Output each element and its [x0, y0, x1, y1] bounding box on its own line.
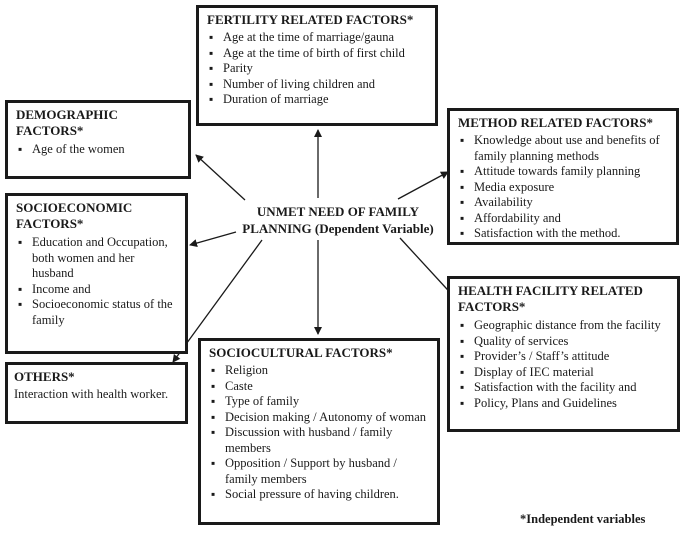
socioeconomic-factors-title: SOCIOECONOMIC FACTORS* [16, 200, 179, 232]
list-item: Attitude towards family planning [458, 164, 670, 180]
list-item: Religion [209, 363, 431, 379]
title-line: FACTORS* [16, 216, 84, 231]
fertility-factors-list: Age at the time of marriage/gauna Age at… [207, 30, 429, 108]
others-factors-text: Interaction with health worker. [14, 387, 169, 401]
list-item: Parity [207, 61, 429, 77]
list-item: Income and [16, 282, 179, 298]
list-item: Caste [209, 379, 431, 395]
method-factors-list: Knowledge about use and benefits of fami… [458, 133, 670, 242]
list-item: Age of the women [16, 142, 182, 158]
sociocultural-factors-box: SOCIOCULTURAL FACTORS* Religion Caste Ty… [198, 338, 440, 525]
sociocultural-factors-list: Religion Caste Type of family Decision m… [209, 363, 431, 503]
central-node: UNMET NEED OF FAMILY PLANNING (Dependent… [232, 203, 444, 237]
footnote: *Independent variables [520, 512, 646, 526]
list-item: Age at the time of birth of first child [207, 46, 429, 62]
fertility-factors-box: FERTILITY RELATED FACTORS* Age at the ti… [196, 5, 438, 126]
list-item: Social pressure of having children. [209, 487, 431, 503]
central-node-line1: UNMET NEED OF FAMILY [256, 204, 420, 219]
fertility-factors-title: FERTILITY RELATED FACTORS* [207, 12, 414, 27]
list-item: Quality of services [458, 334, 671, 350]
list-item: Provider’s / Staff’s attitude [458, 349, 671, 365]
list-item: Discussion with husband / family members [209, 425, 431, 456]
list-item: Number of living children and [207, 77, 429, 93]
arrow-to-method [397, 171, 449, 200]
socioeconomic-factors-list: Education and Occupation, both women and… [16, 235, 179, 328]
demographic-factors-box: DEMOGRAPHIC FACTORS* Age of the women [5, 100, 191, 179]
list-item: Knowledge about use and benefits of fami… [458, 133, 670, 164]
others-factors-title: OTHERS* [14, 369, 75, 384]
demographic-factors-list: Age of the women [16, 142, 182, 158]
title-line: DEMOGRAPHIC [16, 107, 118, 122]
list-item: Age at the time of marriage/gauna [207, 30, 429, 46]
list-item: Availability [458, 195, 670, 211]
list-item: Media exposure [458, 180, 670, 196]
health-facility-factors-box: HEALTH FACILITY RELATED FACTORS* Geograp… [447, 276, 680, 432]
method-factors-title: METHOD RELATED FACTORS* [458, 115, 654, 130]
arrow-to-demographic [195, 154, 246, 201]
list-item: Opposition / Support by husband / family… [209, 456, 431, 487]
central-node-line2: PLANNING (Dependent Variable) [242, 221, 434, 236]
demographic-factors-title: DEMOGRAPHIC FACTORS* [16, 107, 182, 139]
list-item: Display of IEC material [458, 365, 671, 381]
title-line: FACTORS* [16, 123, 84, 138]
list-item: Socioeconomic status of the family [16, 297, 179, 328]
list-item: Geographic distance from the facility [458, 318, 671, 334]
others-factors-box: OTHERS* Interaction with health worker. [5, 362, 188, 424]
title-line: FACTORS* [458, 299, 526, 314]
sociocultural-factors-title: SOCIOCULTURAL FACTORS* [209, 345, 393, 360]
title-line: SOCIOECONOMIC [16, 200, 133, 215]
list-item: Satisfaction with the method. [458, 226, 670, 242]
list-item: Type of family [209, 394, 431, 410]
list-item: Affordability and [458, 211, 670, 227]
list-item: Education and Occupation, both women and… [16, 235, 179, 282]
method-factors-box: METHOD RELATED FACTORS* Knowledge about … [447, 108, 679, 245]
arrow-to-socioeconomic [189, 231, 237, 247]
list-item: Decision making / Autonomy of woman [209, 410, 431, 426]
list-item: Duration of marriage [207, 92, 429, 108]
health-facility-factors-list: Geographic distance from the facility Qu… [458, 318, 671, 411]
list-item: Policy, Plans and Guidelines [458, 396, 671, 412]
socioeconomic-factors-box: SOCIOECONOMIC FACTORS* Education and Occ… [5, 193, 188, 354]
list-item: Satisfaction with the facility and [458, 380, 671, 396]
title-line: HEALTH FACILITY RELATED [458, 283, 643, 298]
health-facility-factors-title: HEALTH FACILITY RELATED FACTORS* [458, 283, 671, 315]
